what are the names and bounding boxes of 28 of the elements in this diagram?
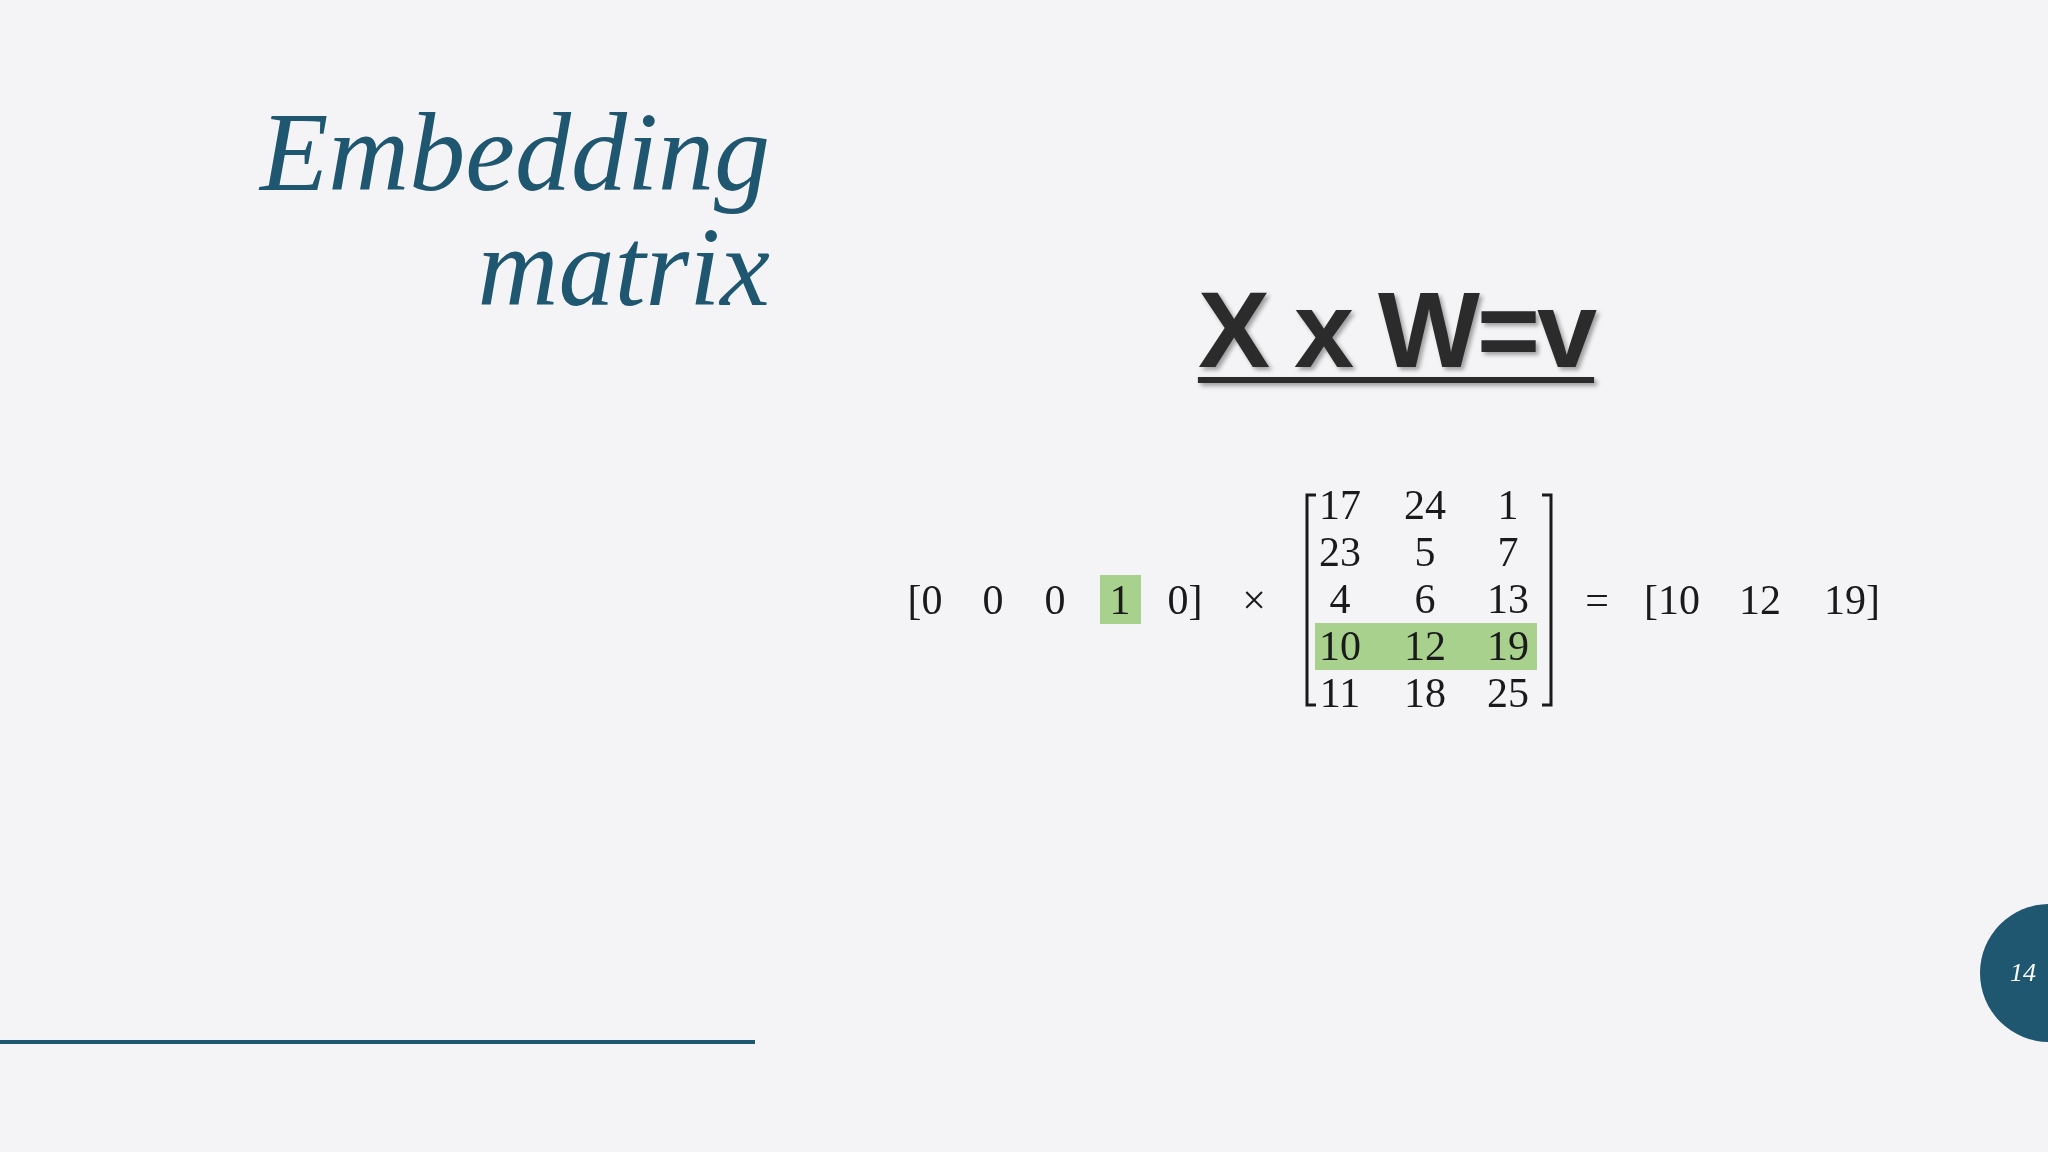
vector-entry: [0 — [907, 579, 943, 621]
matrix-entry: 10 — [1319, 625, 1361, 667]
matrix-entry: 23 — [1319, 531, 1361, 573]
matrix-entry: 25 — [1487, 672, 1529, 714]
matrix-entry: 7 — [1497, 531, 1519, 573]
result-entry: 19] — [1824, 579, 1880, 621]
equals-sign: = — [1585, 579, 1609, 621]
matrix-entry: 18 — [1404, 672, 1446, 714]
multiply-sign: × — [1242, 579, 1266, 621]
matrix-entry: 11 — [1319, 672, 1361, 714]
result-entry: 12 — [1739, 579, 1781, 621]
matrix-entry: 5 — [1414, 531, 1436, 573]
slide-title: Embedding matrix — [257, 95, 770, 325]
result-entry: [10 — [1644, 579, 1700, 621]
vector-entry: 0 — [982, 579, 1004, 621]
matrix-entry: 4 — [1329, 578, 1351, 620]
matrix-entry: 1 — [1497, 484, 1519, 526]
matrix-entry: 12 — [1404, 625, 1446, 667]
matrix-entry: 24 — [1404, 484, 1446, 526]
matrix-entry: 19 — [1487, 625, 1529, 667]
matrix-entry: 13 — [1487, 578, 1529, 620]
formula-heading: X x W=v — [1197, 276, 1595, 384]
page-number: 14 — [2010, 958, 2036, 988]
vector-entry: 0] — [1167, 579, 1203, 621]
matrix-entry: 17 — [1319, 484, 1361, 526]
vector-entry: 1 — [1109, 579, 1131, 621]
vector-entry: 0 — [1044, 579, 1066, 621]
matrix-entry: 6 — [1414, 578, 1436, 620]
